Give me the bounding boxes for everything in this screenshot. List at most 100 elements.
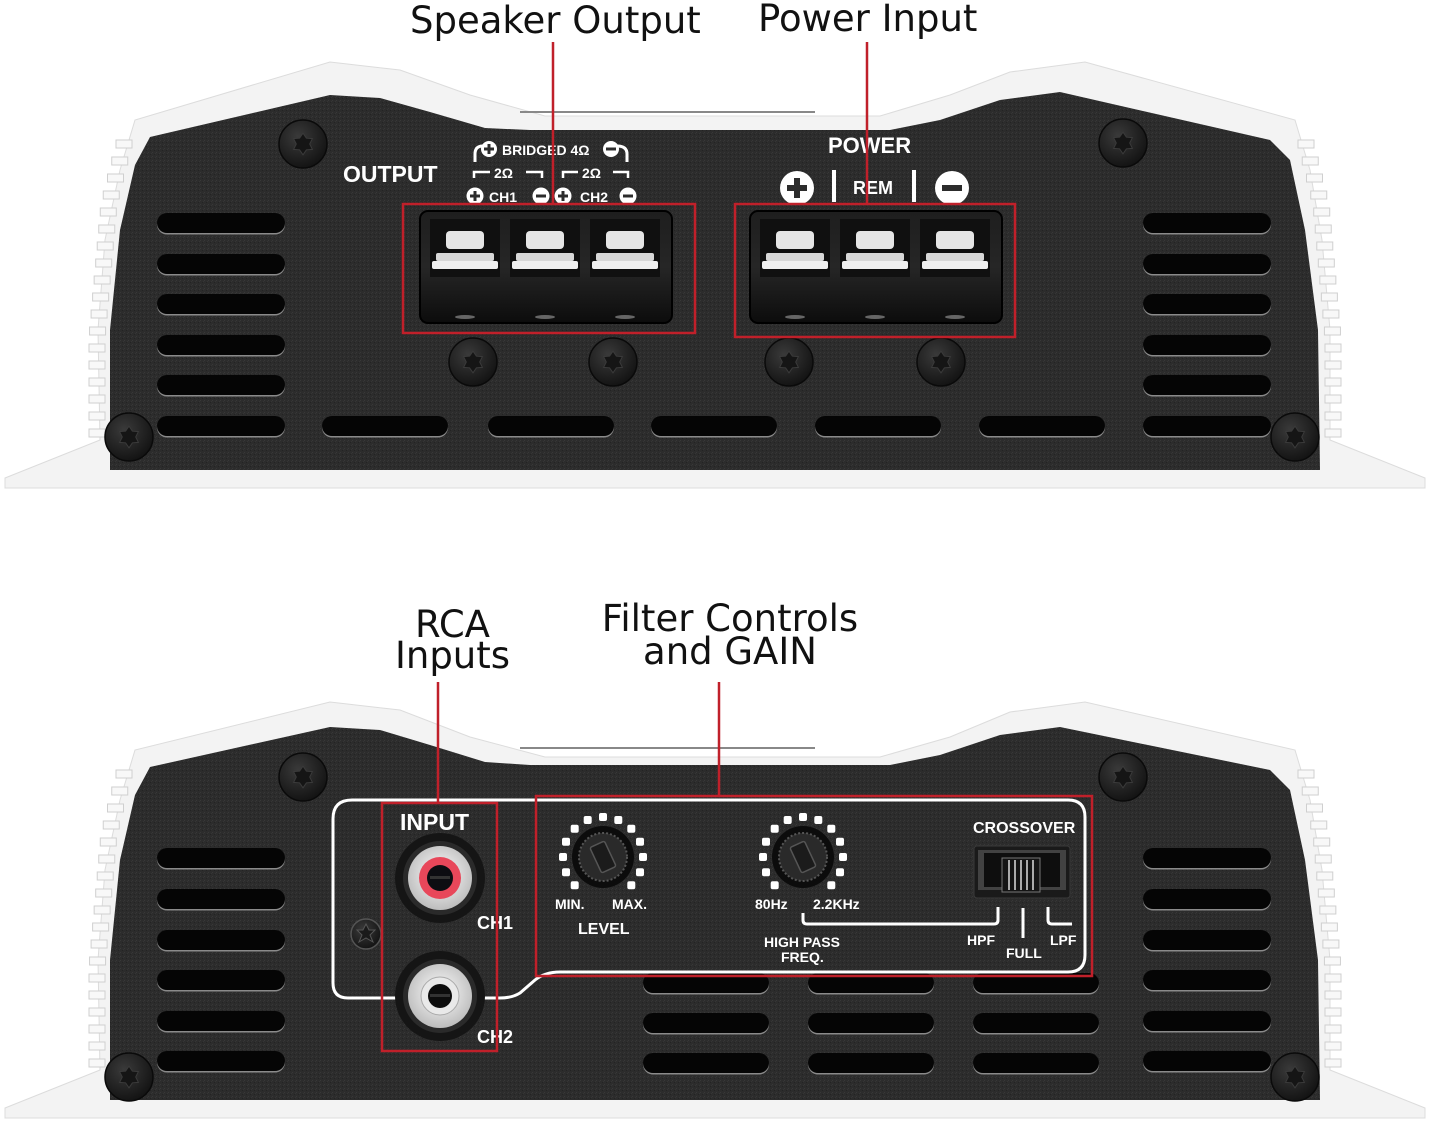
fin xyxy=(1314,224,1332,234)
fin xyxy=(1317,258,1335,268)
level-gain-knob[interactable] xyxy=(559,813,647,890)
fin xyxy=(1317,888,1335,898)
knob-slot xyxy=(589,840,617,874)
top-unit: OUTPUT BRIDGED 4Ω 2Ω 2Ω CH1 xyxy=(4,42,1426,489)
hpf-max-label: 2.2KHz xyxy=(813,896,860,912)
fin xyxy=(93,905,111,915)
vent-slot xyxy=(1143,930,1271,950)
vent-slot xyxy=(1143,254,1271,274)
terminal-screw-head xyxy=(856,231,894,249)
vent-slot xyxy=(157,848,285,868)
fin xyxy=(93,275,111,285)
fin xyxy=(1324,1007,1342,1017)
knob-tick xyxy=(583,816,592,824)
screw xyxy=(278,119,328,169)
ch2-label: CH2 xyxy=(580,189,608,205)
rca-ch1-jack[interactable] xyxy=(395,833,485,923)
terminal-clamp xyxy=(766,253,824,261)
fin xyxy=(90,939,108,949)
callout-speaker-output: Speaker Output xyxy=(410,0,701,42)
power-input-highlight xyxy=(733,202,1017,339)
fin xyxy=(89,326,107,336)
fin xyxy=(115,769,133,779)
vent-slot xyxy=(979,416,1105,436)
fin xyxy=(1324,377,1342,387)
terminal-clamp xyxy=(592,261,658,269)
rca-ch2-jack[interactable] xyxy=(395,951,485,1041)
fin xyxy=(88,1024,106,1034)
fin xyxy=(1322,309,1340,319)
fin xyxy=(88,973,106,983)
crossover-label: CROSSOVER xyxy=(973,820,1076,837)
knob-tick xyxy=(759,853,767,861)
power-polarity: REM xyxy=(780,170,969,205)
vent-slot xyxy=(973,973,1099,993)
terminal-screw-head xyxy=(526,231,564,249)
top-faceplate xyxy=(110,92,1320,470)
fin xyxy=(98,224,116,234)
bottom-vents-middle xyxy=(643,973,1099,1075)
vent-slot xyxy=(157,335,285,355)
impedance-brackets: 2Ω 2Ω xyxy=(472,165,630,181)
crossover-switch[interactable] xyxy=(973,845,1071,899)
fin xyxy=(1319,275,1337,285)
rca-ch1-label: CH1 xyxy=(477,913,513,933)
fin xyxy=(89,956,107,966)
terminal-screw-head xyxy=(776,231,814,249)
bottom-vents-left xyxy=(157,848,285,1073)
rem-label: REM xyxy=(853,178,893,198)
control-panel-outline xyxy=(331,798,1087,1000)
panel-screw xyxy=(350,918,382,950)
fin xyxy=(1301,156,1319,166)
fin xyxy=(88,428,106,438)
vent-slot xyxy=(1143,889,1271,909)
screw xyxy=(1270,412,1320,462)
filter-controls-highlight xyxy=(534,794,1094,978)
fin xyxy=(107,803,124,813)
fin xyxy=(107,173,124,183)
speaker-terminal-block[interactable] xyxy=(419,210,673,324)
vent-slot xyxy=(1143,970,1271,990)
callout-rca-line1: RCA xyxy=(414,603,490,646)
level-min-label: MIN. xyxy=(555,896,585,912)
vent-slot xyxy=(808,973,934,993)
knob-tick xyxy=(627,881,636,890)
screw xyxy=(448,337,498,387)
fin xyxy=(1319,905,1337,915)
fin xyxy=(88,1041,106,1051)
top-vents-bottom-row xyxy=(322,416,1105,438)
fin xyxy=(1310,190,1328,200)
fin xyxy=(1324,394,1342,404)
terminal-clamp xyxy=(846,253,904,261)
fin xyxy=(95,258,113,268)
output-label: OUTPUT xyxy=(343,161,438,187)
vent-slot xyxy=(157,213,285,233)
knob-tick xyxy=(559,853,567,861)
hpf-min-label: 80Hz xyxy=(755,896,788,912)
screw xyxy=(1098,752,1148,802)
knob-tick xyxy=(770,881,779,890)
top-screws xyxy=(104,118,1320,462)
knob-tick xyxy=(839,853,847,861)
knob-tick xyxy=(599,813,607,821)
fin xyxy=(1320,922,1338,932)
fin xyxy=(1324,1058,1342,1068)
ch2-impedance: 2Ω xyxy=(582,165,601,181)
power-terminal-block[interactable] xyxy=(749,210,1003,324)
vent-slot xyxy=(488,416,614,436)
screw xyxy=(1098,118,1148,168)
power-label: POWER xyxy=(828,133,911,158)
top-fins-left xyxy=(88,139,133,438)
knob-tick xyxy=(562,837,570,846)
knob-tick xyxy=(570,824,579,833)
fin xyxy=(88,1007,106,1017)
vent-slot xyxy=(808,1053,934,1073)
vent-slot xyxy=(1143,335,1271,355)
vent-slot xyxy=(1143,375,1271,395)
fin xyxy=(1324,411,1342,421)
terminal-clamp xyxy=(436,253,494,261)
high-pass-freq-knob[interactable] xyxy=(759,813,847,890)
fin xyxy=(111,156,129,166)
hpf-label-line2: FREQ. xyxy=(781,949,824,965)
screw xyxy=(104,1052,154,1102)
